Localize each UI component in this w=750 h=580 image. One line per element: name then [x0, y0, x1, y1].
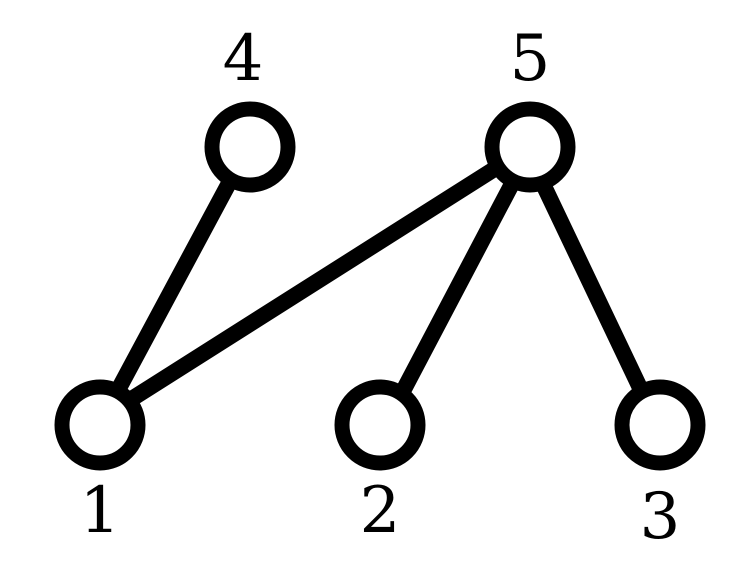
node-4: 4: [204, 22, 296, 193]
node-label-4: 4: [223, 22, 264, 96]
node-2: 2: [334, 379, 426, 548]
edge-4-1: [109, 177, 236, 400]
edge-5-2: [394, 174, 521, 401]
node-circle-3: [614, 379, 706, 471]
node-circle-2: [334, 379, 426, 471]
node-circle-1: [54, 379, 146, 471]
node-5: 5: [484, 22, 576, 193]
node-circle-5: [484, 101, 576, 193]
node-label-3: 3: [640, 480, 681, 554]
node-3: 3: [614, 379, 706, 554]
node-circle-4: [204, 101, 296, 193]
node-label-2: 2: [360, 474, 401, 548]
edge-5-1: [122, 160, 504, 408]
node-label-1: 1: [80, 474, 121, 548]
nodes-layer: 1 2 3 4 5: [54, 22, 706, 554]
node-label-5: 5: [510, 22, 551, 96]
edge-5-3: [535, 176, 650, 400]
node-1: 1: [54, 379, 146, 548]
edges-layer: [109, 160, 650, 408]
